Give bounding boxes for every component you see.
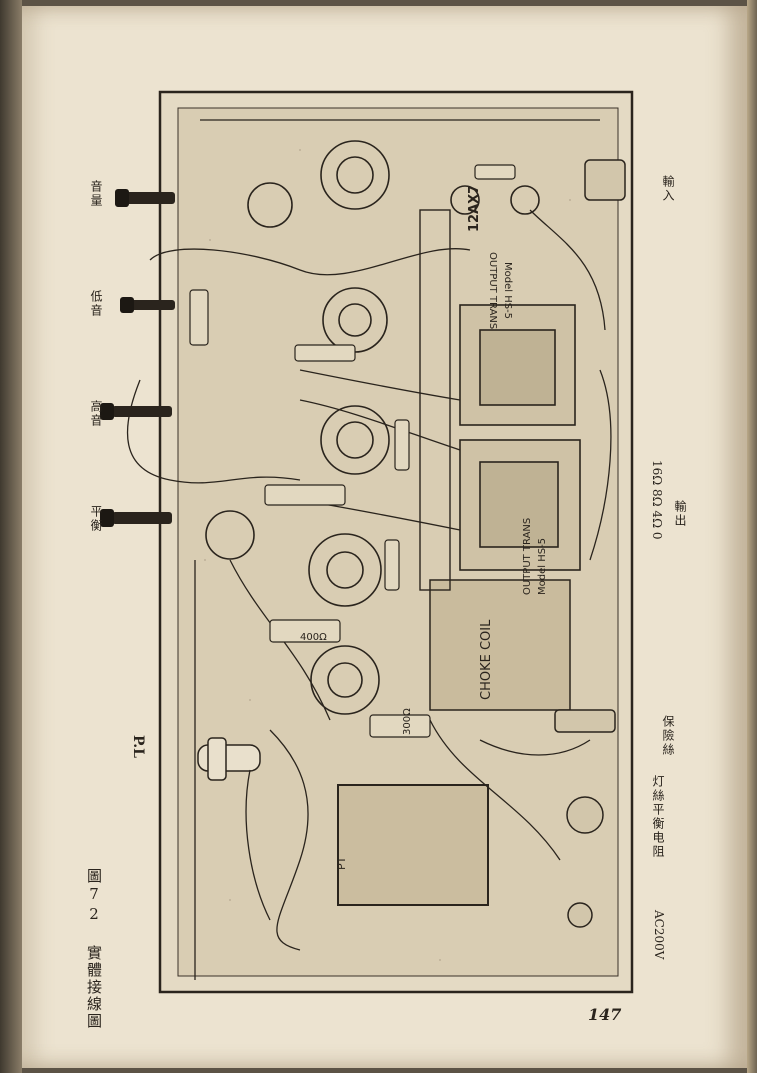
page-number: 147	[588, 1005, 622, 1024]
pt-label: PT	[335, 856, 348, 870]
wiring	[126, 119, 612, 980]
figure-caption: 圖72 實體接線圖	[85, 868, 103, 1030]
ac-label: AC200V	[652, 910, 666, 960]
knob-shaft-2	[130, 300, 175, 310]
output-label: 輸出	[673, 500, 687, 528]
input-label: 輸入	[661, 175, 675, 203]
control-knobs	[100, 189, 175, 527]
choke-coil-body	[429, 579, 571, 711]
power-transformer	[337, 784, 489, 906]
ot-top-model: Model HS-5	[502, 262, 513, 319]
knob-shaft-4	[112, 512, 172, 524]
binding-gutter	[0, 0, 22, 1073]
control-label-1: 音量	[89, 180, 103, 208]
ot-top-label: OUTPUT TRANS	[487, 252, 498, 329]
knob-shaft-1	[125, 192, 175, 204]
output-transformers	[459, 304, 581, 571]
choke-label: CHOKE COIL	[479, 619, 494, 700]
pilot-lamp	[197, 737, 261, 781]
ot-bottom-label: OUTPUT TRANS	[522, 518, 533, 595]
control-label-2: 低音	[89, 290, 103, 318]
terminal-strip	[419, 209, 451, 591]
res-300-label: 300Ω	[402, 708, 413, 735]
res-400-label: 400Ω	[300, 632, 327, 643]
resistors	[189, 164, 516, 738]
control-label-4: 平衡	[89, 505, 103, 533]
page-edge	[747, 0, 757, 1073]
tube-label: 12AX7	[467, 185, 482, 232]
connectors	[554, 159, 626, 928]
control-label-3: 高音	[89, 400, 103, 428]
fuse-label: 保險絲	[661, 715, 675, 757]
ot-bottom-model: Model HS-5	[537, 538, 548, 595]
filament-label: 灯絲平衡电阻	[651, 775, 665, 859]
knob-shaft-3	[112, 406, 172, 417]
pl-label: P.L	[130, 735, 146, 758]
output-taps-label: 16Ω 8Ω 4Ω 0	[650, 460, 664, 540]
